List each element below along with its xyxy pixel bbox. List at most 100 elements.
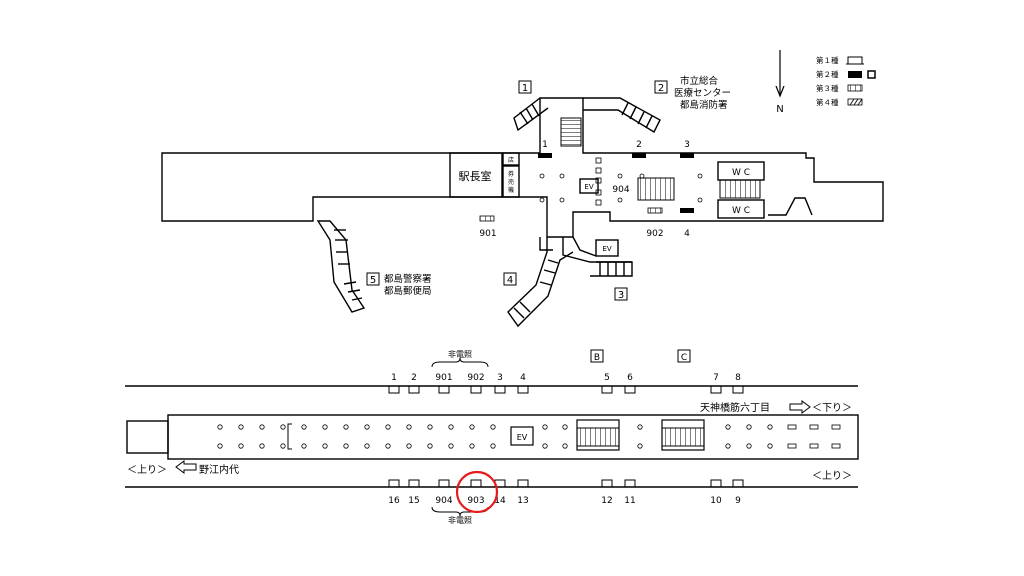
top-car-number: 7 <box>713 373 719 383</box>
pillar <box>725 443 731 449</box>
pillar <box>238 424 244 430</box>
pillar <box>542 424 548 430</box>
exit-1-number: 1 <box>522 83 528 94</box>
top-car-number: 2 <box>411 373 417 383</box>
pillar <box>280 424 286 430</box>
bottom-car-sign <box>388 479 400 488</box>
sign-number-1: 1 <box>542 140 548 150</box>
pillar <box>427 424 433 430</box>
pillar <box>542 443 548 449</box>
top-car-number: 4 <box>520 373 526 383</box>
pillar <box>385 443 391 449</box>
legend-symbol-1 <box>846 56 864 65</box>
bottom-car-number: 9 <box>735 496 741 506</box>
non-lit-label-bottom: 非電照 <box>448 515 472 525</box>
bottom-car-sign <box>601 479 613 488</box>
exit-5-number: 5 <box>370 275 376 286</box>
pillar <box>406 443 412 449</box>
top-car-sign <box>517 385 529 394</box>
bottom-car-number: 11 <box>624 496 635 506</box>
pillar <box>259 443 265 449</box>
top-car-sign <box>624 385 636 394</box>
pillar <box>725 424 731 430</box>
pillar <box>562 424 568 430</box>
ticket-gates <box>595 157 602 206</box>
sign-number-4: 4 <box>684 229 690 239</box>
bottom-car-sign <box>732 479 744 488</box>
ticket-label-1: 券 <box>508 170 514 178</box>
exit-2-number: 2 <box>658 83 664 94</box>
pillar <box>406 424 412 430</box>
ticket-label-3: 機 <box>508 186 514 194</box>
box-c <box>677 349 691 363</box>
pillar <box>364 424 370 430</box>
bottom-car-sign <box>438 479 450 488</box>
pillar <box>490 443 496 449</box>
brace-top <box>431 357 489 368</box>
up-destination-label: 野江内代 <box>199 463 239 476</box>
sign-901 <box>479 215 495 222</box>
shop-label: 店 <box>508 156 514 164</box>
pillar <box>637 443 643 449</box>
pillar <box>637 424 643 430</box>
ev-label-2: EV <box>602 245 611 253</box>
top-car-number: 5 <box>604 373 610 383</box>
concourse-plan <box>161 97 884 263</box>
pillar-bench <box>787 443 797 449</box>
bottom-car-number: 12 <box>601 496 612 506</box>
station-office-label: 駅長室 <box>459 169 492 183</box>
pillar <box>562 443 568 449</box>
concourse-pillars <box>539 173 703 203</box>
top-car-number: 902 <box>467 373 484 383</box>
legend-symbol-2-filled <box>848 71 862 78</box>
exit-2-label-2: 医療センター <box>674 87 731 99</box>
highlight-circle-903 <box>455 470 499 514</box>
north-label: N <box>776 104 783 115</box>
sign-902 <box>647 207 663 214</box>
sign-number-901: 901 <box>479 229 496 239</box>
pillar <box>767 443 773 449</box>
platform-ev-label: EV <box>517 433 528 442</box>
top-car-number: 6 <box>627 373 633 383</box>
exit-3-number: 3 <box>618 290 624 301</box>
pillar <box>217 443 223 449</box>
arrow-right-icon <box>789 400 811 414</box>
legend: 第１種 第２種 第３種 第４種 <box>816 55 876 107</box>
top-car-signs: 1 2 901 902 3 4 5 6 7 8 <box>388 373 744 394</box>
sign-number-904: 904 <box>612 185 629 195</box>
exit-2-label-1: 市立総合 <box>680 75 719 87</box>
legend-label-2: 第２種 <box>816 69 839 79</box>
pillar <box>217 424 223 430</box>
top-car-number: 901 <box>435 373 452 383</box>
bottom-car-sign <box>710 479 722 488</box>
exit-5-label-1: 都島警察署 <box>384 273 432 285</box>
pillar-bench <box>809 443 819 449</box>
exit-5-label-2: 都島郵便局 <box>384 285 432 297</box>
top-car-number: 1 <box>391 373 397 383</box>
bottom-car-number: 15 <box>408 496 419 506</box>
down-destination-label: 天神橋筋六丁目 <box>700 401 770 414</box>
down-direction-label: ＜下り＞ <box>812 402 852 414</box>
pillar <box>469 443 475 449</box>
ev-label: EV <box>584 183 593 191</box>
pillar <box>746 443 752 449</box>
top-car-number: 3 <box>497 373 503 383</box>
top-car-sign <box>408 385 420 394</box>
non-lit-label-top: 非電照 <box>448 349 472 359</box>
pillar <box>322 443 328 449</box>
platform-pillars <box>217 424 841 449</box>
wc-label: W C <box>732 168 750 178</box>
bottom-car-number: 14 <box>494 496 506 506</box>
platform-stairs-left <box>576 427 620 447</box>
exit-2-label-3: 都島消防署 <box>680 99 728 111</box>
exit-4-number: 4 <box>507 275 513 286</box>
legend-symbol-4 <box>847 98 863 106</box>
pillar-bench <box>831 443 841 449</box>
pillar <box>238 443 244 449</box>
platform-bracket <box>287 423 292 450</box>
pillar <box>364 443 370 449</box>
bottom-car-sign <box>470 479 482 488</box>
bottom-car-sign <box>517 479 529 488</box>
pillar-bench <box>831 424 841 430</box>
top-car-number: 8 <box>735 373 741 383</box>
